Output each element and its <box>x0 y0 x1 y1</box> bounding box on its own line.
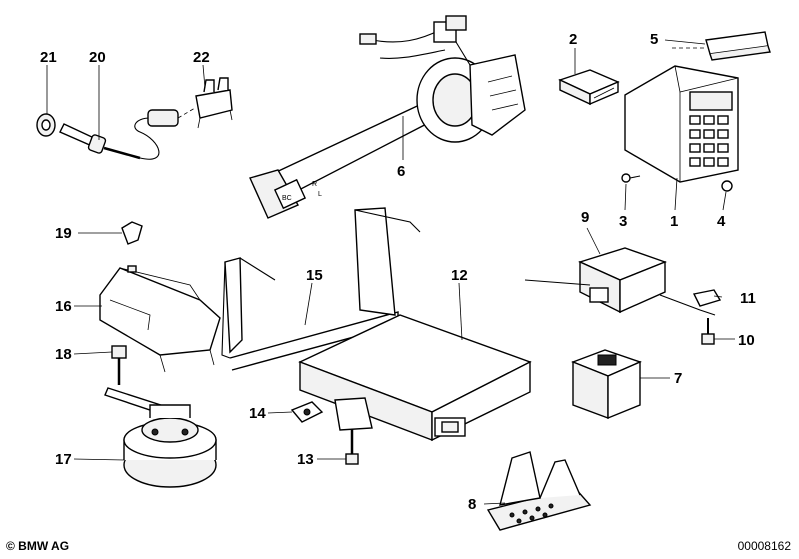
callout-8: 8 <box>468 496 476 513</box>
document-number: 00008162 <box>737 539 791 553</box>
part-16-bracket <box>99 265 221 373</box>
part-19-clip <box>121 221 143 245</box>
part-4-screw <box>721 180 733 192</box>
part-6-column-switch <box>249 15 526 219</box>
callout-10: 10 <box>738 332 755 349</box>
callout-19: 19 <box>55 225 72 242</box>
callout-9: 9 <box>581 209 589 226</box>
part-18-bolt <box>111 345 127 385</box>
callout-4: 4 <box>717 213 726 230</box>
part-22-cable-connector <box>134 77 233 160</box>
callout-3: 3 <box>619 213 627 230</box>
callout-21: 21 <box>40 49 57 66</box>
part-10-screw <box>701 318 715 345</box>
part-5-cover <box>672 31 771 61</box>
part-8-holder <box>486 451 592 531</box>
callout-2: 2 <box>569 31 577 48</box>
callout-12: 12 <box>451 267 468 284</box>
callout-7: 7 <box>674 370 682 387</box>
part-15-frame <box>221 207 421 371</box>
marking-bc: BC <box>282 195 292 202</box>
part-13-bolt <box>334 397 373 465</box>
callout-22: 22 <box>193 49 210 66</box>
part-21-washer <box>36 113 56 137</box>
callout-5: 5 <box>650 31 658 48</box>
switch-markings: BC R L <box>282 181 322 202</box>
callout-1: 1 <box>670 213 678 230</box>
callout-18: 18 <box>55 346 72 363</box>
callout-13: 13 <box>297 451 314 468</box>
callout-6: 6 <box>397 163 405 180</box>
part-11-clip <box>692 289 722 307</box>
callout-20: 20 <box>89 49 106 66</box>
part-20-sensor <box>59 123 141 160</box>
callout-15: 15 <box>306 267 323 284</box>
callout-14: 14 <box>249 405 266 422</box>
marking-l: L <box>318 191 322 198</box>
part-14-nut <box>290 401 324 423</box>
part-2-small-module <box>558 69 620 106</box>
part-3-screw <box>621 173 641 183</box>
part-1-onboard-computer <box>624 65 739 183</box>
callout-11: 11 <box>740 290 756 307</box>
part-9-relay-module <box>524 247 716 316</box>
keypad-grid <box>689 115 729 167</box>
part-17-horn <box>104 387 217 488</box>
leader-lines <box>46 39 735 505</box>
marking-r: R <box>312 181 317 188</box>
part-7-relay <box>571 349 642 420</box>
callout-16: 16 <box>55 298 72 315</box>
callout-labels: 21 20 22 2 5 6 3 1 4 9 19 16 15 12 11 10… <box>40 31 756 513</box>
callout-17: 17 <box>55 451 72 468</box>
copyright-label: © BMW AG <box>6 539 70 553</box>
